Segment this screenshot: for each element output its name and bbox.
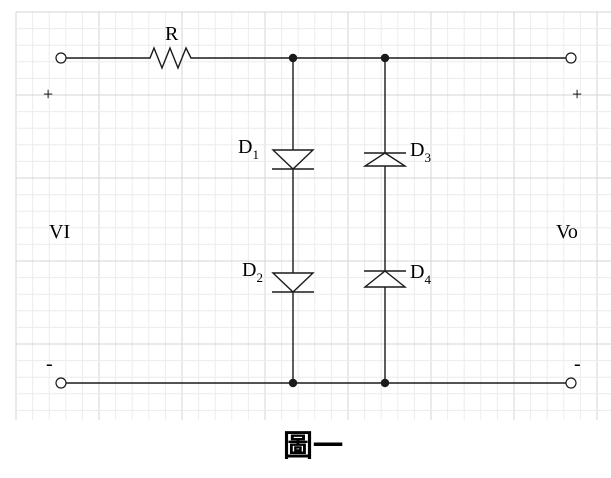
output-terminal-top	[565, 52, 577, 64]
junction-dot-top-left	[288, 53, 298, 63]
junction-dot-top-right	[380, 53, 390, 63]
junction-dot-bottom-left	[288, 378, 298, 388]
input-voltage-label: VI	[49, 221, 70, 243]
graph-paper-grid	[15, 11, 611, 420]
diode-label-d2: D2	[242, 259, 263, 285]
figure-caption: 圖一	[283, 429, 343, 464]
output-minus-sign: -	[574, 353, 581, 375]
diode-d3-symbol	[362, 152, 408, 167]
output-plus-sign: +	[572, 84, 582, 104]
diode-d2-symbol	[271, 272, 315, 293]
input-minus-sign: -	[46, 353, 53, 375]
input-terminal-top	[55, 52, 67, 64]
diode-label-d3: D3	[410, 139, 431, 165]
diode-d1-symbol	[271, 149, 315, 170]
diode-d4-symbol	[363, 270, 407, 288]
input-plus-sign: +	[43, 84, 53, 104]
output-voltage-label: Vo	[556, 221, 578, 243]
wires	[66, 57, 566, 384]
input-terminal-bottom	[55, 377, 67, 389]
diode-label-d1: D1	[238, 136, 259, 162]
junction-dot-bottom-right	[380, 378, 390, 388]
output-terminal-bottom	[565, 377, 577, 389]
resistor-label: R	[165, 23, 179, 45]
resistor-symbol	[145, 46, 196, 70]
diode-label-d4: D4	[410, 261, 431, 287]
